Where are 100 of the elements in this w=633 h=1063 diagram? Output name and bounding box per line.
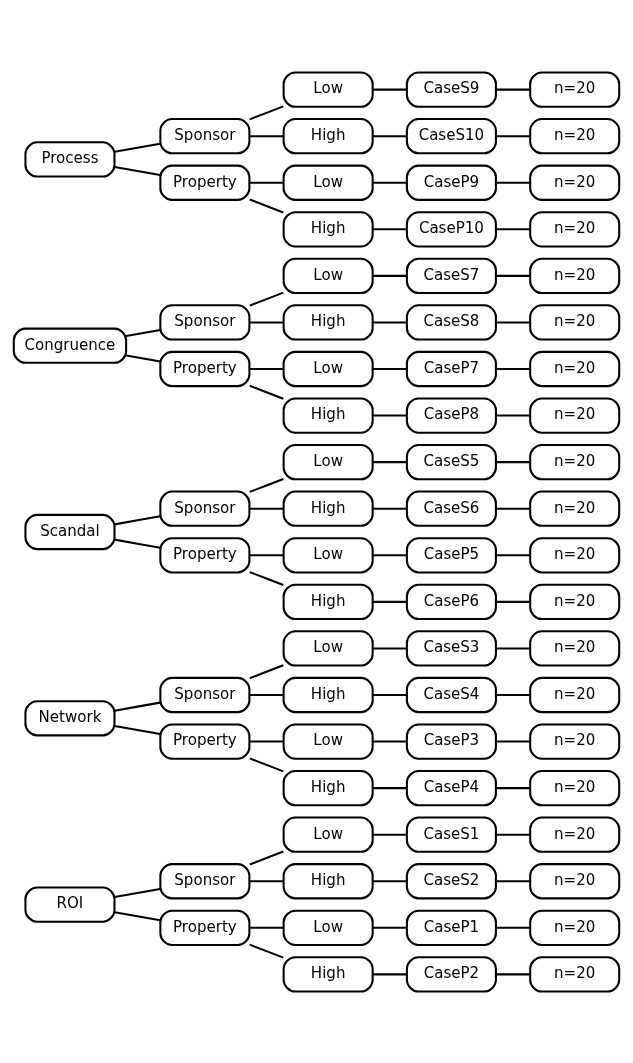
connector bbox=[114, 701, 161, 712]
node-box: Scandal bbox=[24, 513, 116, 550]
node-box: CaseP3 bbox=[405, 722, 497, 760]
connector bbox=[126, 328, 161, 337]
connector bbox=[249, 879, 284, 882]
connector bbox=[373, 972, 407, 975]
connector bbox=[373, 460, 407, 463]
node-box: CaseS5 bbox=[405, 443, 497, 480]
node-box: n=20 bbox=[529, 909, 621, 946]
node-box: Low bbox=[282, 629, 374, 667]
connector bbox=[249, 477, 284, 493]
node-box: n=20 bbox=[529, 722, 621, 760]
connector bbox=[496, 693, 530, 696]
connector bbox=[114, 514, 161, 525]
connector bbox=[496, 134, 530, 137]
node-box: CaseS9 bbox=[405, 70, 497, 108]
node-box: Congruence bbox=[12, 327, 128, 364]
node-box: Sponsor bbox=[159, 490, 251, 527]
node-box: n=20 bbox=[529, 769, 621, 806]
connector bbox=[126, 353, 161, 362]
connector bbox=[496, 367, 530, 370]
node-box: CaseP2 bbox=[405, 955, 497, 993]
node-box: n=20 bbox=[529, 629, 621, 667]
node-box: CaseP10 bbox=[405, 210, 497, 247]
connector bbox=[496, 926, 530, 929]
node-box: CaseS6 bbox=[405, 490, 497, 527]
node-box: Process bbox=[24, 140, 116, 178]
connector bbox=[496, 227, 530, 230]
connector bbox=[249, 291, 284, 307]
connector bbox=[249, 850, 284, 865]
node-box: n=20 bbox=[529, 816, 621, 853]
connector bbox=[496, 181, 530, 184]
node-box: CaseP5 bbox=[405, 536, 497, 573]
connector bbox=[249, 104, 284, 120]
node-box: CaseP8 bbox=[405, 396, 497, 434]
connector bbox=[249, 553, 284, 556]
connector bbox=[249, 181, 284, 184]
node-box: CaseP4 bbox=[405, 769, 497, 806]
node-box: CaseS7 bbox=[405, 257, 497, 294]
node-box: Sponsor bbox=[159, 676, 251, 713]
node-box: n=20 bbox=[529, 490, 621, 527]
connector bbox=[249, 740, 284, 743]
connector bbox=[373, 833, 407, 836]
node-box: Low bbox=[282, 909, 374, 946]
node-box: High bbox=[282, 210, 374, 247]
connector bbox=[249, 367, 284, 370]
connector bbox=[373, 786, 407, 789]
connector bbox=[249, 926, 284, 929]
node-box: n=20 bbox=[529, 443, 621, 480]
connector bbox=[373, 507, 407, 510]
node-box: High bbox=[282, 862, 374, 899]
connector bbox=[373, 926, 407, 929]
connector bbox=[373, 88, 407, 91]
connector bbox=[249, 384, 284, 400]
node-box: High bbox=[282, 769, 374, 806]
connector bbox=[373, 320, 407, 323]
connector bbox=[496, 972, 530, 975]
node-box: CaseP6 bbox=[405, 583, 497, 620]
node-box: n=20 bbox=[529, 862, 621, 899]
connector bbox=[114, 724, 161, 735]
node-box: Sponsor bbox=[159, 303, 251, 341]
connector bbox=[249, 693, 284, 696]
connector bbox=[496, 600, 530, 603]
node-box: CaseS3 bbox=[405, 629, 497, 667]
node-box: Property bbox=[159, 536, 251, 573]
node-box: Low bbox=[282, 722, 374, 760]
connector bbox=[373, 646, 407, 649]
connector bbox=[373, 693, 407, 696]
node-box: n=20 bbox=[529, 303, 621, 341]
node-box: High bbox=[282, 396, 374, 434]
node-box: CaseS8 bbox=[405, 303, 497, 341]
connector bbox=[373, 181, 407, 184]
connector bbox=[496, 320, 530, 323]
connector bbox=[373, 879, 407, 882]
node-box: n=20 bbox=[529, 164, 621, 201]
connector bbox=[373, 227, 407, 230]
connector bbox=[373, 134, 407, 137]
node-box: CaseS10 bbox=[405, 117, 497, 154]
node-box: Property bbox=[159, 350, 251, 387]
connector bbox=[249, 943, 284, 959]
connector bbox=[249, 570, 284, 586]
node-box: CaseS1 bbox=[405, 816, 497, 853]
node-box: Network bbox=[24, 699, 116, 736]
node-box: Low bbox=[282, 257, 374, 294]
connector bbox=[373, 740, 407, 743]
node-box: High bbox=[282, 676, 374, 713]
node-box: n=20 bbox=[529, 257, 621, 294]
connector bbox=[496, 414, 530, 417]
connector bbox=[373, 414, 407, 417]
connector bbox=[496, 646, 530, 649]
connector bbox=[496, 879, 530, 882]
node-box: n=20 bbox=[529, 583, 621, 620]
node-box: n=20 bbox=[529, 396, 621, 434]
connector bbox=[249, 756, 284, 772]
node-box: n=20 bbox=[529, 955, 621, 993]
node-box: CaseS4 bbox=[405, 676, 497, 713]
node-box: ROI bbox=[24, 885, 116, 923]
connector bbox=[496, 553, 530, 556]
node-box: Low bbox=[282, 164, 374, 201]
connector bbox=[249, 134, 284, 137]
